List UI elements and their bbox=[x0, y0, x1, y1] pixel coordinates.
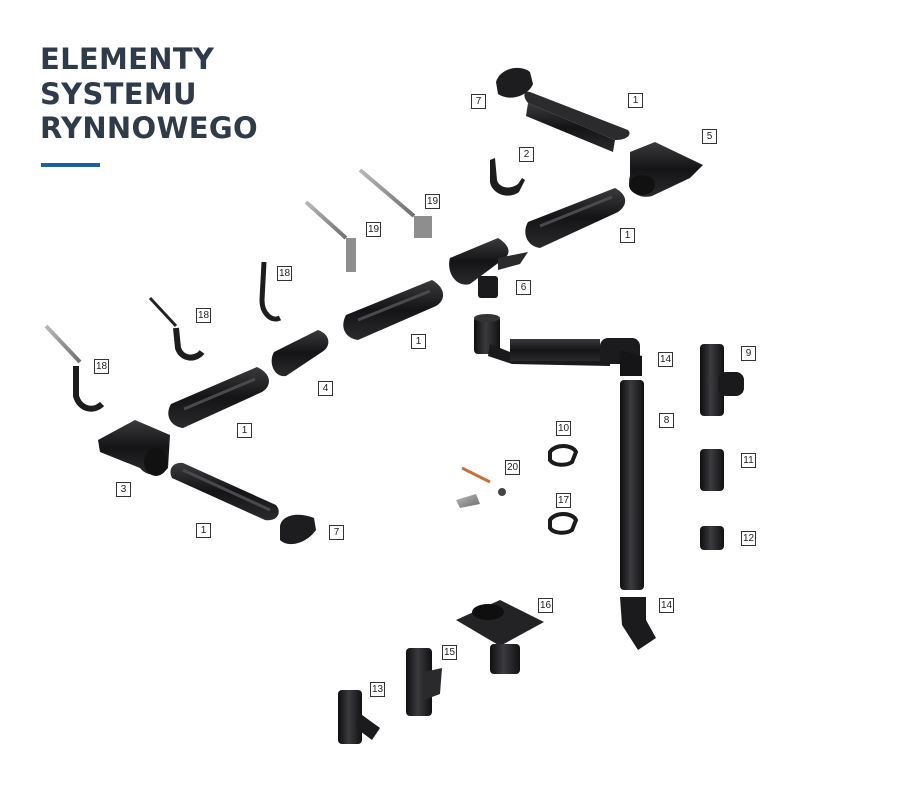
elbow-pipe-assembly bbox=[474, 314, 642, 376]
filter-unit bbox=[406, 648, 442, 716]
gutter-section-upper-right bbox=[525, 188, 626, 248]
corner-inner bbox=[98, 420, 170, 476]
title-line-2: SYSTEMU bbox=[40, 77, 197, 111]
end-cap-bottom bbox=[280, 514, 316, 545]
pipe-clip-lower bbox=[548, 512, 579, 535]
label-elbow-top: 14 bbox=[658, 352, 673, 367]
label-gutter-left: 1 bbox=[237, 423, 252, 438]
elbow-bottom bbox=[620, 597, 656, 650]
gutter-section-left bbox=[168, 367, 269, 428]
label-bracket-short-a: 18 bbox=[196, 308, 211, 323]
label-tee-small: 13 bbox=[370, 682, 385, 697]
hanger bbox=[490, 158, 525, 196]
title-line-3: RYNNOWEGO bbox=[40, 111, 258, 145]
label-sleeve: 12 bbox=[741, 531, 756, 546]
gutter-section-top bbox=[524, 91, 630, 152]
label-hanger: 2 bbox=[519, 147, 534, 162]
label-gutter-bottom: 1 bbox=[196, 523, 211, 538]
label-corner-inner: 3 bbox=[116, 482, 131, 497]
sleeve bbox=[700, 526, 724, 550]
label-gutter-top: 1 bbox=[628, 93, 643, 108]
gutter-connector bbox=[271, 330, 329, 377]
label-corner-outer: 5 bbox=[702, 129, 717, 144]
fascia-bracket-b bbox=[358, 168, 432, 238]
fascia-bracket-a bbox=[304, 200, 356, 272]
label-bracket-long: 18 bbox=[94, 359, 109, 374]
label-elbow-bottom: 14 bbox=[659, 598, 674, 613]
title-accent-rule bbox=[41, 163, 100, 167]
label-fascia-bracket-b: 19 bbox=[425, 194, 440, 209]
label-pin: 20 bbox=[505, 460, 520, 475]
gutter-outlet bbox=[449, 238, 528, 298]
label-tee-branch: 9 bbox=[741, 346, 756, 361]
gutter-section-bottom bbox=[170, 462, 279, 521]
label-connector: 4 bbox=[318, 381, 333, 396]
bracket-short-b bbox=[259, 261, 282, 322]
label-fascia-bracket-a: 19 bbox=[366, 222, 381, 237]
label-gutter-upper-right: 1 bbox=[620, 228, 635, 243]
label-gutter-mid: 1 bbox=[411, 334, 426, 349]
coupler bbox=[700, 449, 724, 491]
label-end-cap-bottom: 7 bbox=[329, 525, 344, 540]
pipe-clip-upper bbox=[548, 444, 579, 467]
label-drain-box: 16 bbox=[538, 598, 553, 613]
tee-small bbox=[338, 690, 380, 744]
title-line-1: ELEMENTY bbox=[40, 42, 215, 76]
end-cap-top bbox=[496, 67, 533, 98]
gutter-section-mid bbox=[343, 280, 444, 340]
bracket-short-a bbox=[148, 296, 205, 361]
wall-pin bbox=[456, 466, 506, 508]
label-end-cap-top: 7 bbox=[471, 94, 486, 109]
bracket-long bbox=[44, 324, 105, 412]
drain-box bbox=[456, 600, 544, 674]
tee-branch bbox=[700, 344, 744, 416]
label-bracket-short-b: 18 bbox=[277, 266, 292, 281]
downpipe bbox=[620, 380, 644, 590]
label-clip-lower: 17 bbox=[556, 493, 571, 508]
corner-outer bbox=[629, 142, 703, 197]
label-filter: 15 bbox=[442, 645, 457, 660]
label-clip-upper: 10 bbox=[556, 421, 571, 436]
label-coupler: 11 bbox=[741, 453, 756, 468]
label-downpipe: 8 bbox=[659, 413, 674, 428]
label-outlet: 6 bbox=[516, 280, 531, 295]
